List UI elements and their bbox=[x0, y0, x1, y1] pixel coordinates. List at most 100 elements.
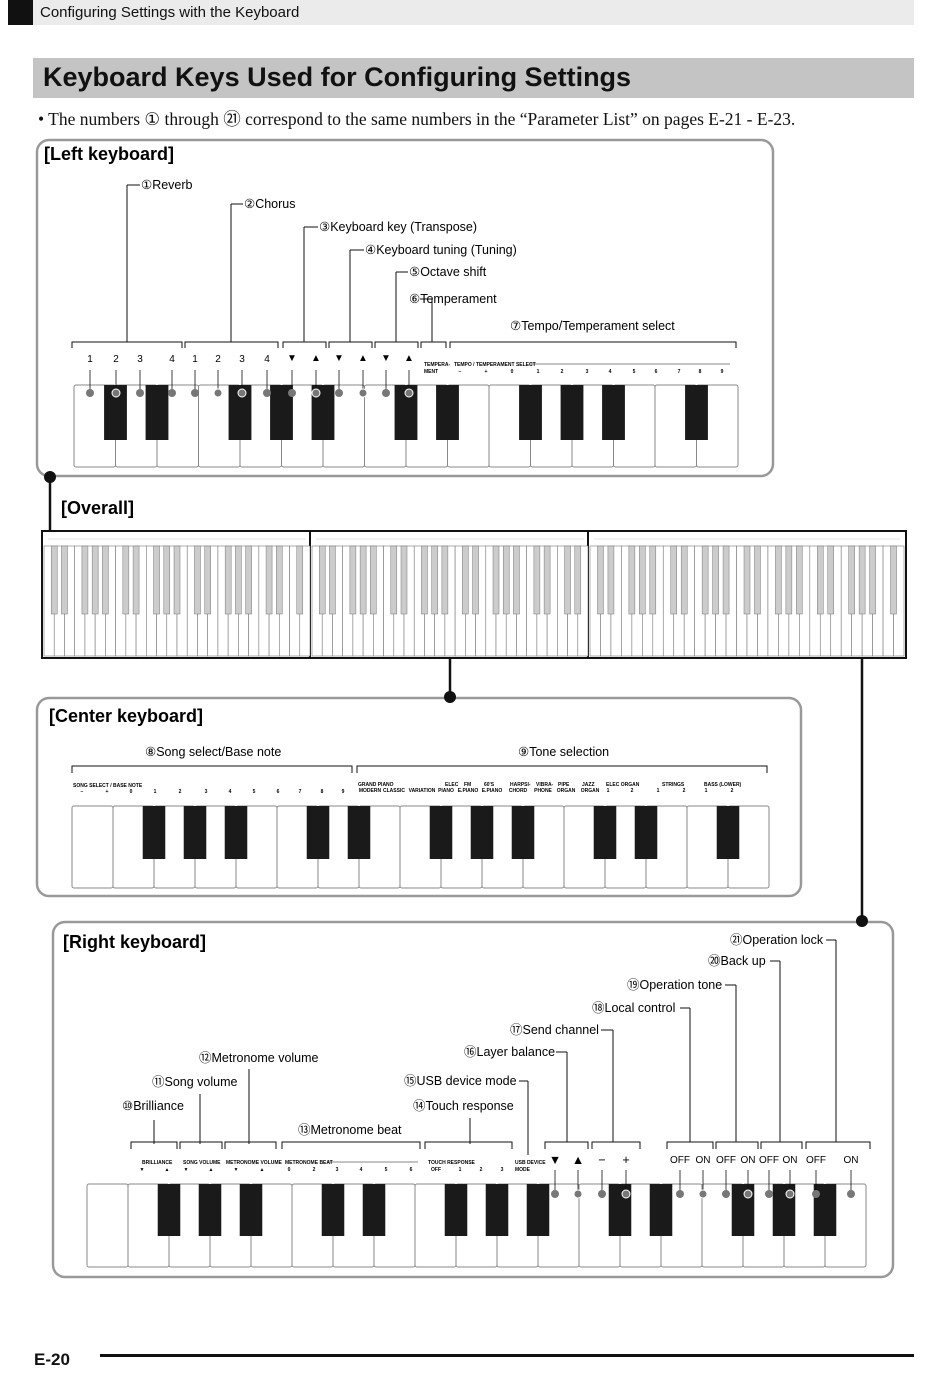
left-key-number: 4 bbox=[264, 354, 270, 365]
right-onoff-label: ON bbox=[696, 1155, 711, 1166]
callout-touch-response: ⑭Touch response bbox=[413, 1099, 514, 1113]
overall-black-key bbox=[564, 545, 571, 615]
right-key-dot bbox=[765, 1190, 773, 1198]
tone-sub-label: PIANO bbox=[438, 788, 454, 794]
touch-value-label: 3 bbox=[501, 1167, 504, 1173]
song-value-label: 0 bbox=[130, 789, 133, 795]
beat-value-label: 2 bbox=[313, 1167, 316, 1173]
left-key-dot bbox=[288, 389, 296, 397]
beat-value-label: 0 bbox=[288, 1167, 291, 1173]
right-black-key bbox=[362, 1184, 386, 1236]
right-onoff-label: ON bbox=[783, 1155, 798, 1166]
overall-black-key bbox=[81, 545, 89, 615]
tone-sub-label: 2 bbox=[631, 788, 634, 794]
overall-black-key bbox=[441, 545, 449, 615]
right-black-key bbox=[157, 1184, 181, 1236]
overall-black-key bbox=[204, 545, 211, 615]
center-black-key bbox=[593, 806, 617, 859]
beat-value-label: 3 bbox=[336, 1167, 339, 1173]
right-big-mark: ▼ bbox=[549, 1153, 561, 1167]
left-key-dot bbox=[111, 388, 121, 398]
callout-reverb: ①Reverb bbox=[141, 178, 193, 192]
tone-group-label: FM bbox=[464, 782, 471, 788]
overall-black-key bbox=[472, 545, 479, 615]
overall-black-key bbox=[224, 545, 232, 615]
song-value-label: 3 bbox=[205, 789, 208, 795]
left-black-key bbox=[270, 385, 293, 440]
tone-group-label: JAZZ bbox=[582, 782, 595, 788]
overall-black-key bbox=[670, 545, 677, 615]
section-title: Configuring Settings with the Keyboard bbox=[40, 4, 300, 21]
right-key-dot bbox=[722, 1190, 730, 1198]
tone-sub-label: ORGAN bbox=[557, 788, 576, 794]
tone-sub-label: 1 bbox=[657, 788, 660, 794]
overall-black-key bbox=[122, 545, 130, 615]
beat-value-label: 6 bbox=[410, 1167, 413, 1173]
callout-local-control: ⑱Local control bbox=[592, 1001, 675, 1015]
footer-rule bbox=[100, 1354, 914, 1357]
left-key-dot bbox=[404, 388, 414, 398]
center-black-key bbox=[634, 806, 658, 859]
left-key-number: 1 bbox=[192, 354, 198, 365]
song-value-label: 2 bbox=[179, 789, 182, 795]
left-key-dot bbox=[168, 389, 176, 397]
left-key-dot bbox=[358, 388, 368, 398]
tempo-value-label: + bbox=[485, 369, 488, 375]
tone-sub-label: 2 bbox=[683, 788, 686, 794]
overall-black-key bbox=[890, 545, 897, 615]
right-key-dot bbox=[743, 1189, 753, 1199]
metronome-volume-up-mark: ▲ bbox=[260, 1167, 265, 1173]
right-key-dot bbox=[573, 1189, 583, 1199]
right-black-key bbox=[526, 1184, 550, 1236]
tone-group-label: BASS (LOWER) bbox=[704, 782, 742, 788]
overall-black-key bbox=[712, 545, 719, 615]
tempo-value-label: 5 bbox=[633, 369, 636, 375]
intro-note: • The numbers ① through ㉑ correspond to … bbox=[38, 109, 796, 129]
left-key-dot bbox=[237, 388, 247, 398]
right-panel-title: [Right keyboard] bbox=[63, 932, 206, 952]
tone-group-label: GRAND PIANO bbox=[358, 782, 394, 788]
song-select-small-label: SONG SELECT / BASE NOTE bbox=[73, 783, 143, 789]
tone-sub-label: PHONE bbox=[534, 788, 552, 794]
tone-group-label: ELEC ORGAN bbox=[606, 782, 640, 788]
overall-black-key bbox=[597, 545, 604, 615]
left-black-key bbox=[436, 385, 459, 440]
left-key-dot bbox=[382, 389, 390, 397]
touch-value-label: 2 bbox=[480, 1167, 483, 1173]
usb-small-label: USB DEVICE bbox=[515, 1160, 546, 1166]
tone-sub-label: VARIATION bbox=[409, 788, 436, 794]
song-volume-up-mark: ▲ bbox=[209, 1167, 214, 1173]
overall-black-key bbox=[858, 545, 866, 615]
overall-black-key bbox=[61, 545, 68, 615]
tone-sub-label: 1 bbox=[705, 788, 708, 794]
metronome-beat-small-label: METRONOME BEAT bbox=[285, 1160, 333, 1166]
overall-black-key bbox=[431, 545, 438, 615]
overall-black-key bbox=[492, 545, 500, 615]
overall-black-key bbox=[649, 545, 657, 615]
overall-black-key bbox=[329, 545, 336, 615]
center-connector-dot bbox=[444, 691, 456, 703]
center-black-key bbox=[470, 806, 494, 859]
song-value-label: + bbox=[106, 789, 109, 795]
tone-sub-label: E.PIANO bbox=[482, 788, 503, 794]
overall-black-key bbox=[754, 545, 761, 615]
tone-sub-label: ORGAN bbox=[581, 788, 600, 794]
callout-tuning: ④Keyboard tuning (Tuning) bbox=[365, 243, 517, 257]
left-black-key bbox=[104, 385, 127, 440]
overall-black-key bbox=[775, 545, 782, 615]
right-onoff-label: ON bbox=[741, 1155, 756, 1166]
right-keyboard-panel bbox=[51, 920, 895, 1279]
overall-black-key bbox=[318, 545, 326, 615]
left-connector-dot bbox=[44, 471, 56, 483]
callout-operation-tone: ⑲Operation tone bbox=[627, 978, 722, 992]
right-black-key bbox=[198, 1184, 222, 1236]
callout-octave-shift: ⑤Octave shift bbox=[409, 265, 487, 279]
song-value-label: 5 bbox=[253, 789, 256, 795]
overall-black-key bbox=[265, 545, 273, 615]
left-arrow-mark: ▲ bbox=[311, 353, 321, 364]
beat-value-label: 4 bbox=[360, 1167, 363, 1173]
tone-group-label: PIPE bbox=[558, 782, 570, 788]
overall-black-key bbox=[296, 545, 304, 615]
right-key-dot bbox=[812, 1190, 820, 1198]
